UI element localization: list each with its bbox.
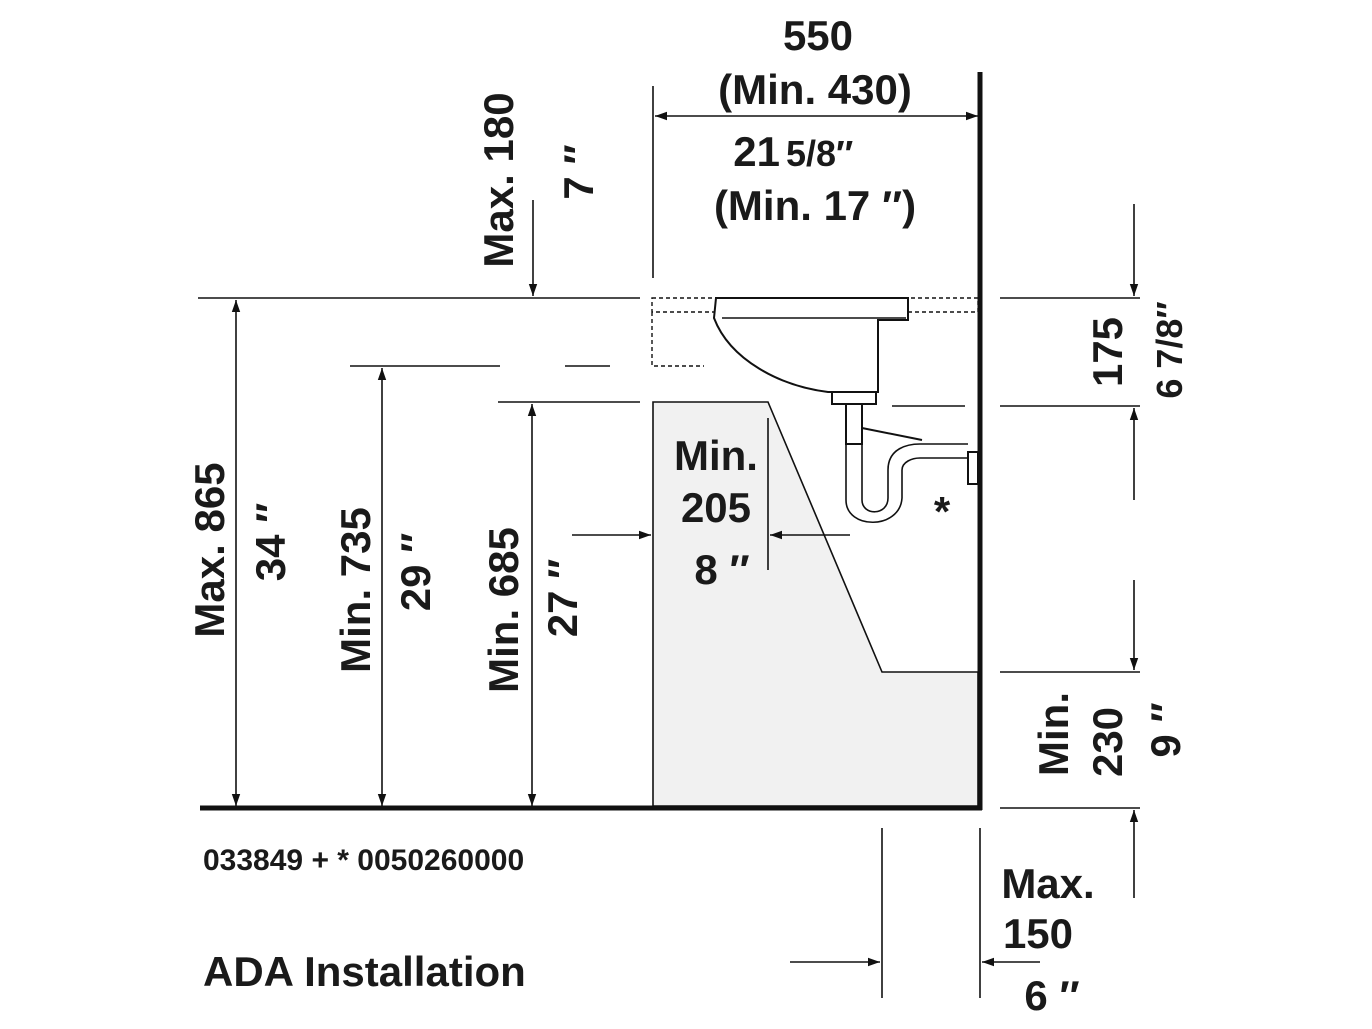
toe-height-mm-label: Min. 685 — [480, 527, 527, 693]
knee-height-in-label: 29 ″ — [392, 533, 439, 612]
width-min-in-label: (Min. 17 ″) — [714, 182, 916, 229]
width-mm-label: 550 — [783, 12, 853, 59]
wall-offset-in-label: 6 ″ — [1024, 972, 1079, 1019]
knee-depth-min-label: Min. — [674, 432, 758, 479]
wall-flange — [967, 451, 979, 485]
top-clearance-in-label: 7 ″ — [555, 144, 602, 199]
basin — [712, 297, 909, 393]
knee-height-mm-label: Min. 735 — [332, 507, 379, 673]
wall-offset-mm-label: 150 — [1003, 910, 1073, 957]
rim-height-in-label: 34 ″ — [247, 503, 294, 582]
p-trap — [845, 444, 968, 523]
rim-height-mm-label: Max. 865 — [186, 462, 233, 637]
drawing-title: ADA Installation — [203, 948, 526, 995]
knee-depth-in-label: 8 ″ — [694, 546, 749, 593]
bowl-depth-in-label: 6 7/8″ — [1149, 301, 1190, 398]
drain — [831, 391, 877, 405]
width-min-mm-label: (Min. 430) — [718, 66, 912, 113]
width-in-label: 21 — [733, 128, 780, 175]
toe-clear-min-label: Min. — [1030, 692, 1077, 776]
pop-up-rod — [861, 427, 923, 441]
wall-offset-max-label: Max. — [1001, 860, 1094, 907]
drain-tail — [845, 403, 863, 445]
p-trap-inner — [861, 443, 968, 513]
toe-clear-mm-label: 230 — [1084, 707, 1131, 777]
toe-height-in-label: 27 ″ — [539, 559, 586, 638]
trap-marker: * — [934, 488, 951, 535]
bowl-depth-mm-label: 175 — [1084, 317, 1131, 387]
top-clearance-mm-label: Max. 180 — [475, 92, 522, 267]
vanity-cabinet — [652, 401, 979, 807]
toe-clear-in-label: 9 ″ — [1142, 702, 1189, 757]
article-numbers: 033849 + * 0050260000 — [203, 844, 524, 877]
width-in-frac-label: 5/8″ — [786, 133, 853, 174]
knee-depth-mm-label: 205 — [681, 484, 751, 531]
